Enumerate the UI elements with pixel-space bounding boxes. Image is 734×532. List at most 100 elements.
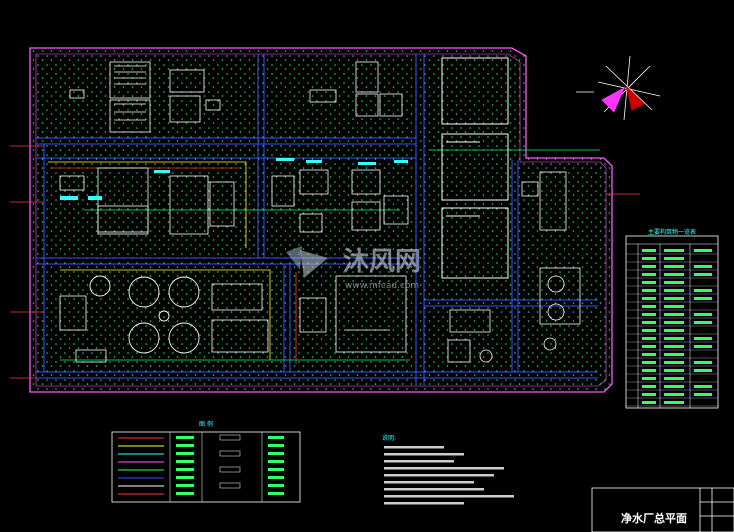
- equipment-row-spec-placeholder: [664, 265, 684, 268]
- equipment-row-name-placeholder: [642, 377, 656, 380]
- equipment-row-name-placeholder: [642, 353, 656, 356]
- legend-text-placeholder: [176, 452, 194, 455]
- equipment-row-name-placeholder: [642, 385, 656, 388]
- legend-title: 图 例: [199, 420, 213, 428]
- legend-text-placeholder: [176, 444, 194, 447]
- equipment-row-spec-placeholder: [664, 393, 684, 396]
- equipment-row-spec-placeholder: [664, 281, 684, 284]
- watermark-text: 沐风网: [343, 247, 421, 277]
- equipment-row-spec-placeholder: [664, 369, 684, 372]
- equipment-row-name-placeholder: [642, 273, 656, 276]
- legend-text-placeholder: [268, 492, 284, 495]
- legend-text-placeholder: [268, 484, 284, 487]
- equipment-row-spec-placeholder: [664, 329, 684, 332]
- note-line-placeholder: [384, 495, 514, 498]
- legend-text-placeholder: [268, 444, 284, 447]
- equipment-row-spec-placeholder: [664, 337, 684, 340]
- equipment-row-name-placeholder: [642, 345, 656, 348]
- large-tanks-right: [441, 57, 509, 279]
- legend-symbol: [219, 466, 241, 473]
- equipment-row-qty-placeholder: [694, 289, 712, 292]
- notes-title: 说明:: [382, 434, 396, 442]
- equipment-row-name-placeholder: [642, 321, 656, 324]
- legend-text-placeholder: [268, 436, 284, 439]
- equipment-row-qty-placeholder: [694, 337, 712, 340]
- equipment-row-name-placeholder: [642, 393, 656, 396]
- equipment-row-spec-placeholder: [664, 321, 684, 324]
- bottom-right-structures: [447, 171, 581, 363]
- watermark-logo: [286, 246, 328, 278]
- note-line-placeholder: [384, 474, 494, 477]
- note-line-placeholder: [384, 460, 454, 463]
- equipment-row-name-placeholder: [642, 257, 656, 260]
- drawing-title: 净水厂总平面: [621, 511, 687, 525]
- note-line-placeholder: [384, 488, 484, 491]
- equipment-row-qty-placeholder: [694, 313, 712, 316]
- legend-text-placeholder: [176, 468, 194, 471]
- note-line-placeholder: [384, 502, 464, 505]
- note-line-placeholder: [384, 446, 444, 449]
- equipment-row-name-placeholder: [642, 337, 656, 340]
- building-group-top-left: [69, 61, 221, 133]
- equipment-row-name-placeholder: [642, 369, 656, 372]
- equipment-row-name-placeholder: [642, 297, 656, 300]
- equipment-row-qty-placeholder: [694, 361, 712, 364]
- north-arrow-icon: [576, 55, 661, 121]
- equipment-row-name-placeholder: [642, 305, 656, 308]
- equipment-row-spec-placeholder: [664, 361, 684, 364]
- equipment-row-name-placeholder: [642, 265, 656, 268]
- legend-text-placeholder: [176, 492, 194, 495]
- clarifier-tanks: [89, 275, 200, 354]
- equipment-row-spec-placeholder: [664, 297, 684, 300]
- equipment-row-spec-placeholder: [664, 313, 684, 316]
- equipment-row-name-placeholder: [642, 329, 656, 332]
- legend-table: [111, 431, 301, 503]
- equipment-row-spec-placeholder: [664, 385, 684, 388]
- legend-text-placeholder: [176, 460, 194, 463]
- title-block: [591, 487, 734, 532]
- equipment-row-spec-placeholder: [664, 401, 684, 404]
- legend-symbol: [219, 434, 241, 441]
- equipment-row-name-placeholder: [642, 361, 656, 364]
- legend-text-placeholder: [176, 436, 194, 439]
- equipment-row-spec-placeholder: [664, 249, 684, 252]
- equipment-row-qty-placeholder: [694, 369, 712, 372]
- legend-text-placeholder: [176, 484, 194, 487]
- equipment-row-qty-placeholder: [694, 273, 712, 276]
- treatment-units-labels: [60, 158, 408, 200]
- equipment-row-spec-placeholder: [664, 377, 684, 380]
- equipment-row-qty-placeholder: [694, 393, 712, 396]
- legend-text-placeholder: [268, 460, 284, 463]
- inner-boundary: [35, 53, 607, 387]
- legend-rows: [118, 434, 284, 495]
- equipment-row-name-placeholder: [642, 313, 656, 316]
- equipment-table-title: 主要构筑物一览表: [648, 228, 696, 236]
- equipment-row-qty-placeholder: [694, 385, 712, 388]
- building-group-top-middle: [309, 61, 403, 117]
- watermark-url: www.mfcad.com: [345, 281, 419, 291]
- bottom-left-buildings: [59, 275, 407, 363]
- equipment-row-name-placeholder: [642, 249, 656, 252]
- equipment-row-spec-placeholder: [664, 345, 684, 348]
- equipment-row-name-placeholder: [642, 401, 656, 404]
- legend-text-placeholder: [268, 452, 284, 455]
- equipment-row-spec-placeholder: [664, 289, 684, 292]
- equipment-row-name-placeholder: [642, 289, 656, 292]
- treatment-units-middle: [59, 167, 409, 235]
- equipment-row-qty-placeholder: [694, 321, 712, 324]
- legend-text-placeholder: [268, 476, 284, 479]
- legend-symbol: [219, 450, 241, 457]
- legend-symbol: [219, 482, 241, 489]
- equipment-row-spec-placeholder: [664, 273, 684, 276]
- legend-text-placeholder: [268, 468, 284, 471]
- site-boundary: [29, 47, 613, 393]
- site-grass: [30, 48, 612, 392]
- road-network: [36, 54, 598, 386]
- equipment-row-name-placeholder: [642, 281, 656, 284]
- equipment-row-qty-placeholder: [694, 249, 712, 252]
- notes-lines: [384, 446, 514, 505]
- equipment-table-rows: [626, 249, 718, 407]
- note-line-placeholder: [384, 467, 504, 470]
- equipment-row-spec-placeholder: [664, 353, 684, 356]
